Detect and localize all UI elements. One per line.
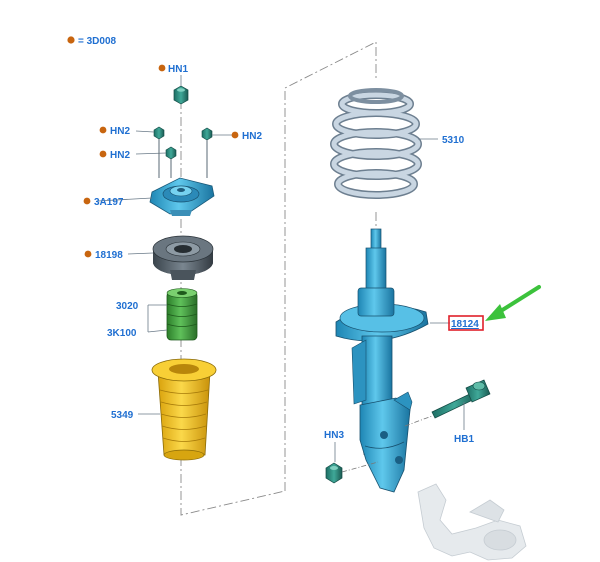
- hn3-label[interactable]: HN3: [324, 430, 344, 441]
- spring-seat-18198[interactable]: [152, 235, 214, 280]
- legend-text: = 3D008: [78, 36, 117, 47]
- 3k100-label[interactable]: 3K100: [107, 328, 137, 339]
- 3a197-bullet-icon: [83, 197, 91, 205]
- 18198-label[interactable]: 18198: [95, 250, 123, 261]
- 3020-label[interactable]: 3020: [116, 301, 139, 312]
- 18124-label[interactable]: 18124: [451, 319, 479, 330]
- coil-spring-5310[interactable]: [330, 88, 422, 199]
- hn1-top-nut[interactable]: [173, 85, 189, 105]
- hn1-bullet-icon: [158, 64, 166, 72]
- legend-bullet-icon: [67, 36, 75, 44]
- hn2-left-top-bullet-icon: [99, 126, 107, 134]
- hn3-nut[interactable]: [325, 461, 379, 484]
- 18124-highlight-box: [448, 315, 484, 331]
- hn2-nut-middle[interactable]: [165, 146, 177, 160]
- hn2-right-bullet-icon: [231, 131, 239, 139]
- hb1-label[interactable]: HB1: [454, 434, 474, 445]
- 5310-label[interactable]: 5310: [442, 135, 465, 146]
- hn2-nut-left[interactable]: [153, 126, 165, 140]
- bump-stop-3020[interactable]: [166, 288, 198, 341]
- ghost-knuckle: [417, 483, 527, 561]
- hn2-right-label[interactable]: HN2: [242, 131, 262, 142]
- hn2-left-bottom-label[interactable]: HN2: [110, 150, 130, 161]
- hn1-label[interactable]: HN1: [168, 64, 188, 75]
- hn2-nut-right[interactable]: [201, 127, 213, 141]
- hn2-left-top-label[interactable]: HN2: [110, 126, 130, 137]
- pointer-arrow-icon: [485, 285, 541, 321]
- top-mount-3a197[interactable]: [149, 177, 215, 216]
- legend: = 3D008: [67, 36, 117, 47]
- strut-18124[interactable]: [335, 228, 429, 493]
- 5349-label[interactable]: 5349: [111, 410, 134, 421]
- dust-boot-5349[interactable]: [151, 358, 217, 461]
- hb1-bolt[interactable]: [404, 379, 491, 427]
- 3a197-label[interactable]: 3A197: [94, 197, 124, 208]
- hn2-left-bottom-bullet-icon: [99, 150, 107, 158]
- 18198-bullet-icon: [84, 250, 92, 258]
